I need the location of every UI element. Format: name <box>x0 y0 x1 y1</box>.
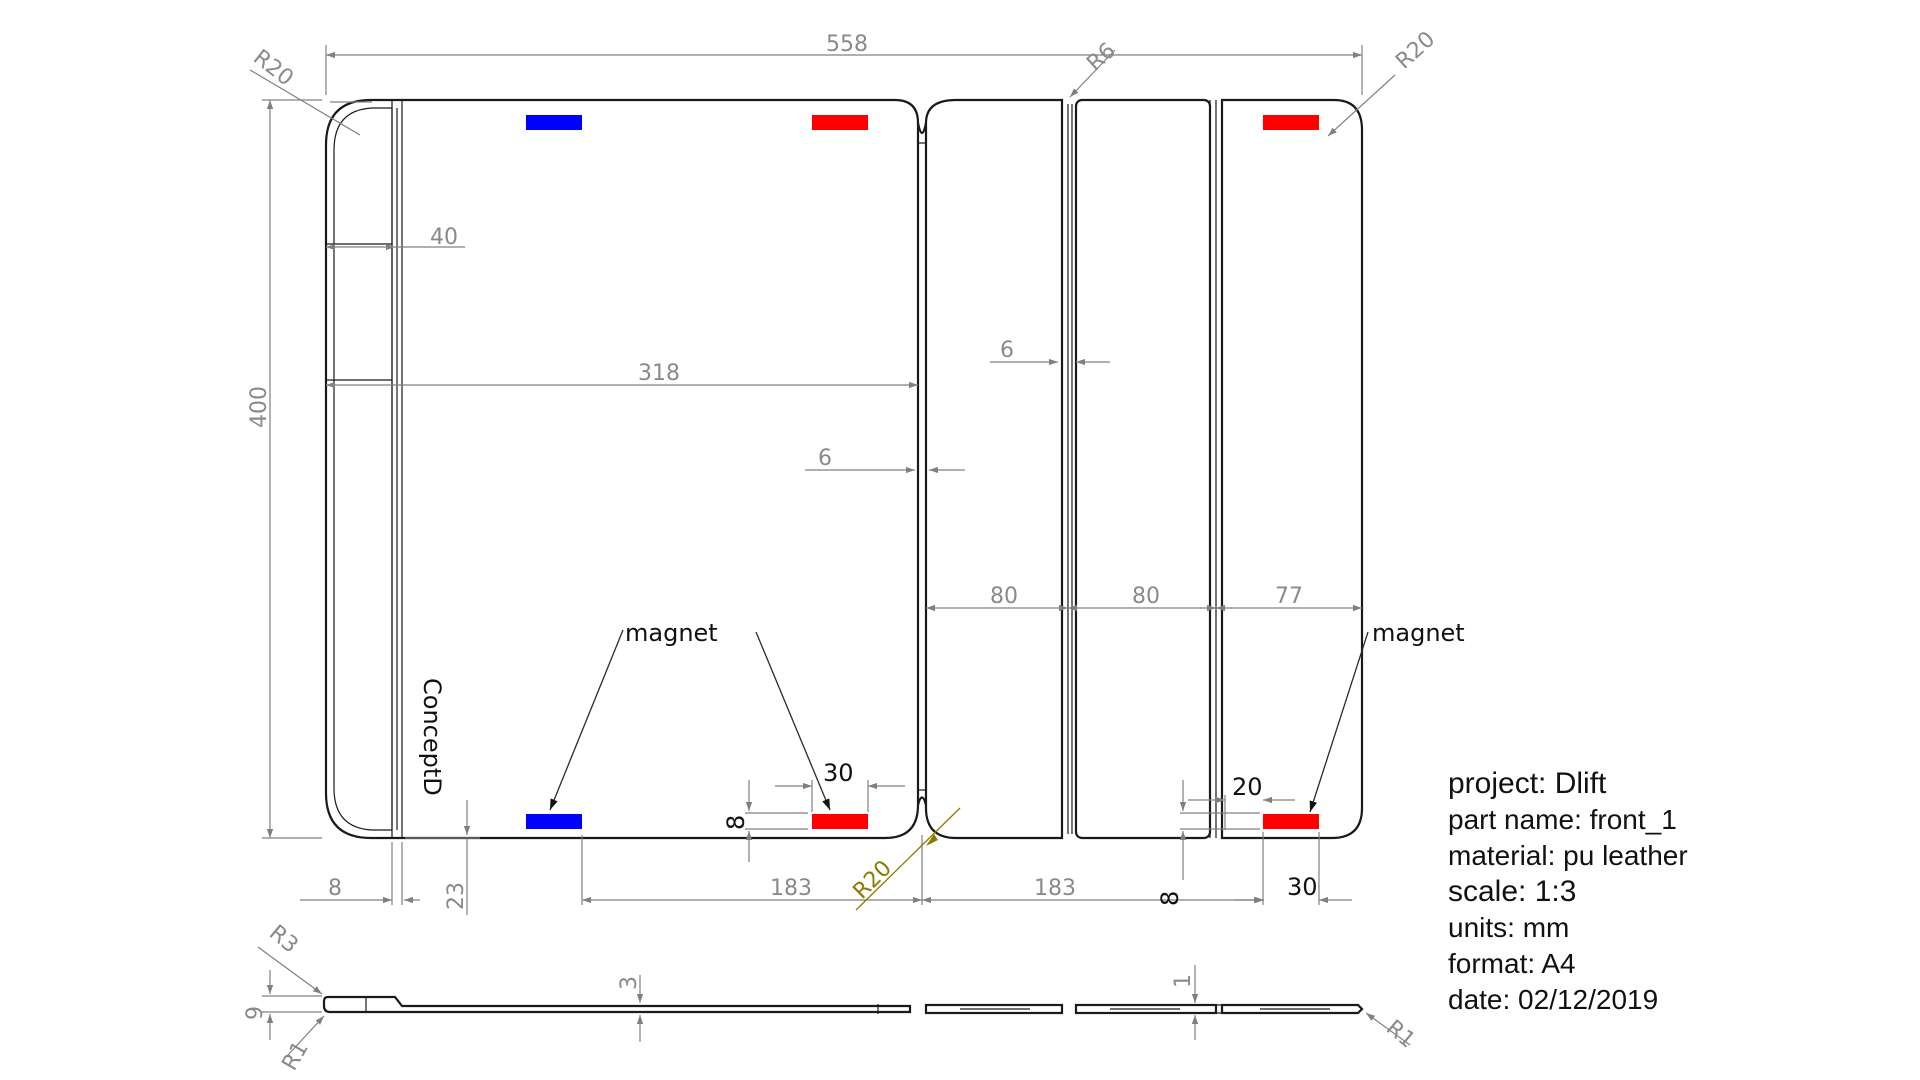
dim-fold-r6: R6 <box>1082 38 1121 76</box>
dim-spine-width: 40 <box>430 225 458 250</box>
side-profile-dimensions: R3 9 R1 3 1 R1 <box>243 920 1420 1075</box>
dim-corner-r20-bottom: R20 <box>849 856 897 904</box>
dim-logo-offset: 23 <box>444 882 469 910</box>
dim-section-2: 80 <box>1132 584 1160 609</box>
magnet-red-bottom-right <box>1263 814 1319 829</box>
callout-magnet-right: magnet <box>1372 619 1465 647</box>
dimension-lines <box>249 45 1396 915</box>
title-scale: scale: 1:3 <box>1448 875 1577 908</box>
magnet-red-bottom-left <box>812 814 868 829</box>
dim-height: 400 <box>247 386 272 428</box>
dim-profile-r1-left: R1 <box>278 1037 314 1075</box>
magnet-blue-top <box>526 115 582 130</box>
magnet-callouts: magnet magnet <box>549 619 1465 813</box>
dim-profile-9: 9 <box>243 1006 268 1020</box>
dim-magnet-offset-right: 30 <box>1287 873 1318 901</box>
dim-section-3: 77 <box>1275 584 1303 609</box>
dim-profile-1: 1 <box>1171 974 1196 988</box>
dim-spine-offset: 8 <box>328 876 342 901</box>
title-units: units: mm <box>1448 912 1570 943</box>
dim-magnet-dist-left: 183 <box>770 876 812 901</box>
dim-gap-left: 6 <box>818 446 832 471</box>
dim-corner-r20-topright: R20 <box>1391 27 1440 75</box>
dim-gap-right: 6 <box>1000 338 1014 363</box>
magnets <box>526 115 1319 829</box>
callout-magnet-left: magnet <box>625 619 718 647</box>
dim-panel-width: 318 <box>638 361 680 386</box>
dim-overall-width: 558 <box>826 32 868 57</box>
dim-profile-3: 3 <box>617 976 642 990</box>
dim-profile-r1-right: R1 <box>1381 1015 1420 1053</box>
title-project: project: Dlift <box>1448 767 1607 800</box>
cover-outline <box>324 98 1364 840</box>
title-block: project: Dlift part name: front_1 materi… <box>1448 766 1688 1018</box>
dim-magnet-height-left: 8 <box>722 815 750 830</box>
dim-profile-r3: R3 <box>264 920 303 958</box>
title-material: material: pu leather <box>1448 840 1688 871</box>
dim-magnet-width-right: 20 <box>1232 773 1263 801</box>
concept-d-logo: ConceptD <box>418 678 446 796</box>
title-date: date: 02/12/2019 <box>1448 984 1659 1015</box>
dim-section-1: 80 <box>990 584 1018 609</box>
magnet-red-top-left <box>812 115 868 130</box>
magnet-blue-bottom <box>526 814 582 829</box>
dim-magnet-width-left: 30 <box>823 759 854 787</box>
dim-magnet-height-right: 8 <box>1156 891 1184 906</box>
title-part-name: part name: front_1 <box>1448 804 1677 835</box>
title-format: format: A4 <box>1448 948 1576 979</box>
side-profile <box>322 995 1364 1015</box>
magnet-red-top-right <box>1263 115 1319 130</box>
dim-corner-r20-topleft: R20 <box>248 45 297 91</box>
dim-magnet-dist-right: 183 <box>1034 876 1076 901</box>
